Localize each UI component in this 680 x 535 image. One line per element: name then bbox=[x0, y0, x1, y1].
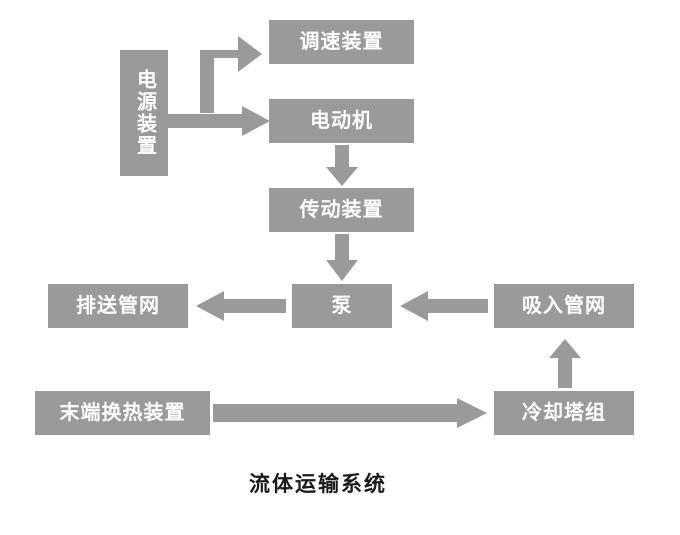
arrow-suction-to-pump bbox=[400, 291, 488, 321]
node-discharge-pipe-network-label: 排送管网 bbox=[76, 294, 160, 317]
node-motor: 电动机 bbox=[269, 99, 414, 143]
arrow-motor-to-transmission bbox=[325, 145, 359, 187]
node-suction-pipe-network-label: 吸入管网 bbox=[522, 294, 606, 317]
arrow-pump-to-discharge bbox=[196, 291, 286, 321]
arrow-power-to-motor bbox=[168, 106, 272, 136]
diagram-caption: 流体运输系统 bbox=[249, 471, 387, 496]
node-terminal-heat-exchanger: 末端换热装置 bbox=[35, 391, 210, 435]
node-pump: 泵 bbox=[292, 284, 392, 328]
node-power: 电源装置 bbox=[120, 50, 168, 176]
node-power-label: 电源装置 bbox=[133, 69, 156, 157]
node-cooling-tower: 冷却塔组 bbox=[494, 391, 634, 435]
node-transmission: 传动装置 bbox=[269, 188, 414, 232]
arrow-cooling-tower-to-suction bbox=[547, 338, 583, 388]
node-discharge-pipe-network: 排送管网 bbox=[48, 284, 188, 328]
node-cooling-tower-label: 冷却塔组 bbox=[522, 401, 606, 424]
node-terminal-heat-exchanger-label: 末端换热装置 bbox=[59, 401, 186, 424]
node-speed-regulator-label: 调速装置 bbox=[299, 30, 384, 53]
arrow-power-to-speed-regulator bbox=[180, 28, 270, 113]
arrow-transmission-to-pump bbox=[325, 234, 359, 282]
node-suction-pipe-network: 吸入管网 bbox=[494, 284, 634, 328]
node-speed-regulator: 调速装置 bbox=[269, 20, 414, 64]
arrow-terminal-to-cooling-tower bbox=[213, 398, 489, 428]
node-pump-label: 泵 bbox=[331, 294, 353, 317]
node-motor-label: 电动机 bbox=[310, 109, 373, 132]
node-transmission-label: 传动装置 bbox=[299, 198, 384, 221]
